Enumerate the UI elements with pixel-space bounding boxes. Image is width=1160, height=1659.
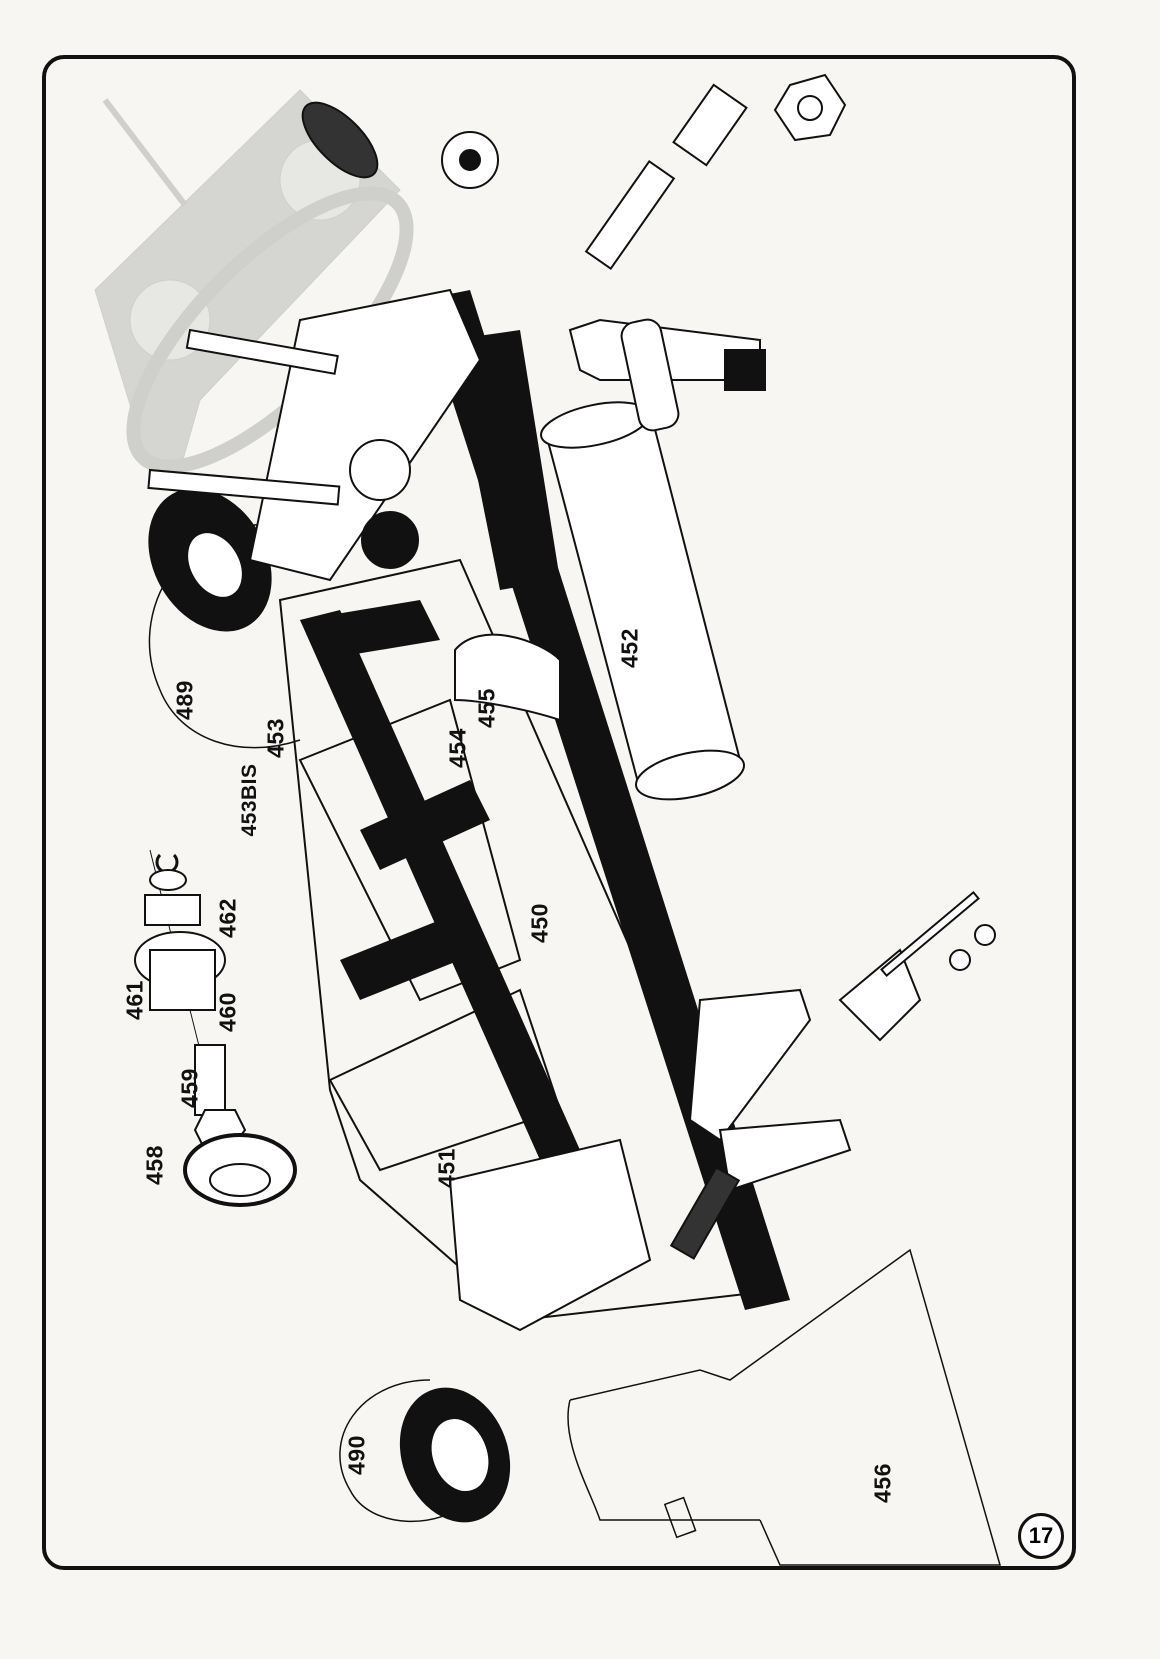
front-suspension (448, 890, 996, 1332)
front-wheel (339, 1379, 511, 1523)
page-border (42, 55, 1076, 1570)
part-label-451: 451 (433, 1148, 460, 1188)
body-plate (567, 1248, 1001, 1566)
page-number: 17 (1018, 1513, 1064, 1559)
clutch-assembly (134, 849, 297, 1207)
drive-shaft (584, 73, 847, 271)
rear-wheel (148, 488, 301, 749)
part-label-460: 460 (214, 992, 241, 1032)
part-label-453bis: 453BIS (238, 763, 261, 837)
part-label-450: 450 (526, 903, 553, 943)
part-label-458: 458 (141, 1145, 168, 1185)
part-label-461: 461 (121, 980, 148, 1020)
part-label-456: 456 (869, 1463, 896, 1503)
part-label-462: 462 (214, 898, 241, 938)
part-label-489: 489 (171, 680, 198, 720)
part-label-459: 459 (176, 1068, 203, 1108)
part-label-452: 452 (616, 628, 643, 668)
part-label-490: 490 (343, 1435, 370, 1475)
part-label-454: 454 (444, 728, 471, 768)
part-label-455: 455 (473, 688, 500, 728)
fuel-tank (454, 318, 745, 801)
rear-gearbox (147, 101, 499, 582)
part-label-453: 453 (262, 718, 289, 758)
